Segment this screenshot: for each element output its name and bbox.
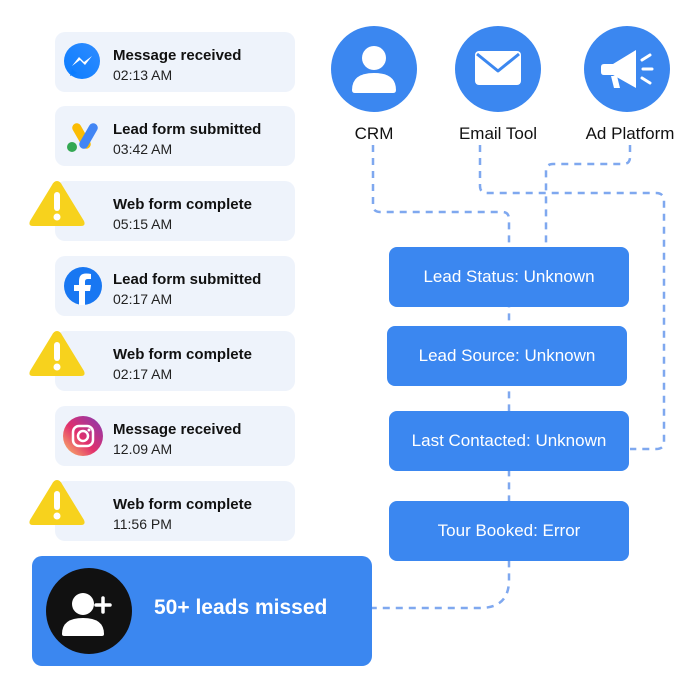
email-tool-circle (455, 26, 541, 112)
crm-connector (371, 145, 511, 610)
google-ads-icon (67, 123, 98, 152)
event-card-4: Lead form submitted 02:17 AM (55, 256, 295, 316)
event-card-7: Web form complete 11:56 PM (55, 481, 295, 541)
event-title: Web form complete (113, 346, 252, 363)
event-title: Lead form submitted (113, 271, 262, 288)
ad-platform-label: Ad Platform (585, 124, 675, 143)
crm-label: CRM (354, 124, 394, 143)
last-contacted-box: Last Contacted: Unknown (389, 411, 629, 471)
instagram-icon (63, 416, 103, 456)
event-title: Message received (113, 47, 242, 64)
ad-platform-circle (584, 26, 670, 112)
warning-icon (29, 331, 85, 376)
event-time: 11:56 PM (113, 516, 172, 532)
messenger-icon (64, 43, 100, 79)
event-time: 02:17 AM (113, 366, 173, 382)
facebook-icon (64, 267, 102, 305)
tour-booked-box: Tour Booked: Error (389, 501, 629, 561)
event-time: 03:42 AM (113, 141, 173, 157)
event-card-2: Lead form submitted 03:42 AM (55, 106, 295, 166)
event-time: 12.09 AM (113, 441, 173, 457)
event-card-3: Web form complete 05:15 AM (55, 181, 295, 241)
add-user-icon (62, 593, 112, 636)
email-tool-label: Email Tool (458, 124, 538, 143)
missed-avatar (46, 568, 132, 654)
event-title: Message received (113, 421, 242, 438)
event-card-5: Web form complete 02:17 AM (55, 331, 295, 391)
lead-source-box: Lead Source: Unknown (387, 326, 627, 386)
email-tool-connector (478, 145, 666, 451)
event-title: Web form complete (113, 196, 252, 213)
event-title: Lead form submitted (113, 121, 262, 138)
leads-missed-text: 50+ leads missed (154, 596, 328, 619)
event-title: Web form complete (113, 496, 252, 513)
leads-missed-banner: 50+ leads missed (32, 556, 372, 666)
lead-status-box: Lead Status: Unknown (389, 247, 629, 307)
user-icon (352, 46, 396, 93)
event-time: 02:17 AM (113, 291, 173, 307)
event-time: 02:13 AM (113, 67, 173, 83)
event-time: 05:15 AM (113, 216, 173, 232)
warning-icon (29, 181, 85, 226)
megaphone-icon (601, 50, 654, 88)
envelope-icon (475, 51, 521, 85)
crm-circle (331, 26, 417, 112)
warning-icon (29, 480, 85, 525)
ad-platform-connector (544, 145, 632, 247)
